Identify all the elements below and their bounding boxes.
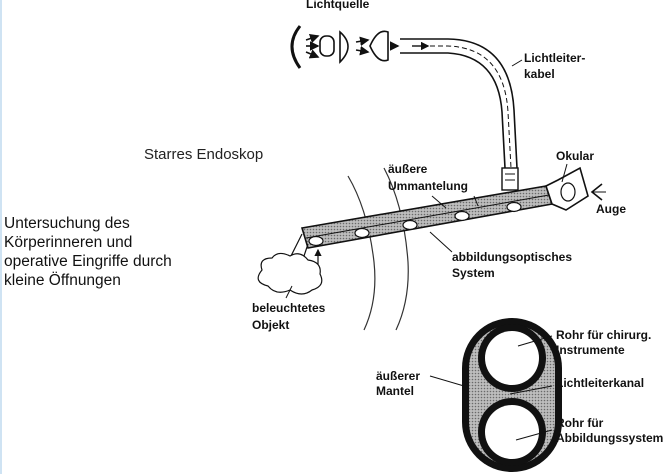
label-imaging-tube-1: Rohr für bbox=[556, 416, 604, 430]
label-eye: Auge bbox=[596, 202, 626, 216]
reflector-icon bbox=[290, 25, 302, 69]
endoscope-shaft bbox=[287, 166, 606, 270]
description-text: Untersuchung des Körperinneren und opera… bbox=[4, 214, 224, 290]
label-outer-sheath-2: Ummantelung bbox=[388, 179, 468, 193]
label-optics-1: abbildungsoptisches bbox=[452, 250, 572, 264]
pointer-lines bbox=[285, 59, 568, 299]
focus-lens-icon bbox=[369, 30, 389, 62]
label-object-1: beleuchtetes bbox=[252, 301, 326, 315]
label-instrument-tube-1: Rohr für chirurg. bbox=[556, 328, 651, 342]
lamp-icon bbox=[319, 35, 335, 57]
imaging-tube bbox=[485, 405, 539, 459]
description-line: operative Eingriffe durch bbox=[4, 253, 172, 270]
label-fiber-channel: Lichtleiterkanal bbox=[556, 376, 644, 390]
cross-section bbox=[429, 318, 562, 472]
description-line: kleine Öffnungen bbox=[4, 272, 121, 289]
label-outer-mantle-2: Mantel bbox=[376, 384, 414, 398]
label-eyepiece: Okular bbox=[556, 149, 594, 163]
left-edge-line bbox=[0, 0, 2, 474]
label-outer-sheath-1: äußere bbox=[388, 162, 428, 176]
cable-connector bbox=[501, 167, 519, 191]
label-light-source: Lichtquelle bbox=[306, 0, 370, 11]
light-source bbox=[290, 25, 400, 69]
body-wall bbox=[347, 167, 409, 331]
description-line: Körperinneren und bbox=[4, 234, 133, 251]
description-line: Untersuchung des bbox=[4, 215, 130, 232]
illuminated-object bbox=[257, 252, 323, 295]
condenser-lens-icon bbox=[339, 30, 349, 64]
label-object-2: Objekt bbox=[252, 318, 289, 332]
label-rigid-endoscope: Starres Endoskop bbox=[144, 146, 263, 163]
label-fiber-cable-1: Lichtleiter- bbox=[524, 51, 585, 65]
fiber-cable bbox=[400, 38, 519, 191]
label-outer-mantle-1: äußerer bbox=[376, 369, 420, 383]
label-imaging-tube-2: Abbildungssystem bbox=[556, 431, 663, 445]
label-fiber-cable-2: kabel bbox=[524, 67, 555, 81]
label-instrument-tube-2: Instrumente bbox=[556, 343, 625, 357]
instrument-tube bbox=[485, 331, 539, 385]
label-optics-2: System bbox=[452, 266, 495, 280]
